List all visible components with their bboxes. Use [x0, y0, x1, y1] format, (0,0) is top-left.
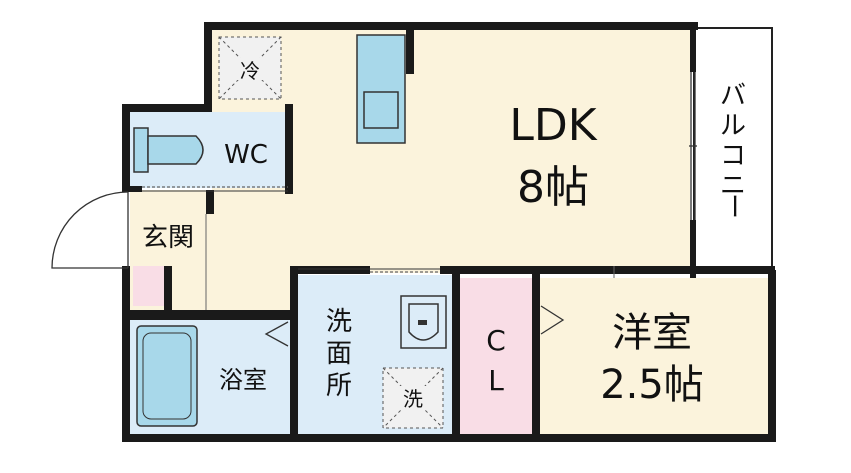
entry-door — [51, 191, 129, 269]
washer-label: 洗 — [403, 387, 423, 411]
bath-label: 浴室 — [219, 366, 267, 394]
balcony-label-4: ニ — [720, 171, 746, 201]
entrance-tile — [133, 266, 165, 306]
western-name: 洋室 — [612, 310, 692, 356]
washroom-label-1: 洗 — [326, 307, 352, 337]
washroom-label-2: 面 — [326, 339, 352, 369]
labels: LDK 8帖 WC 玄関 浴室 洗 面 所 C L 洋室 2.5帖 バ ル コ … — [142, 81, 748, 408]
fridge-label: 冷 — [240, 59, 260, 83]
toilet-bowl — [147, 135, 204, 165]
openings — [51, 72, 697, 347]
closet-label-1: C — [486, 324, 506, 357]
walls — [122, 22, 776, 442]
bathtub-inner — [142, 332, 192, 420]
ldk-size: 8帖 — [517, 162, 589, 213]
balcony-label-1: バ — [720, 81, 746, 111]
closet-label-2: L — [488, 364, 504, 397]
balcony-label-3: コ — [720, 141, 746, 171]
balcony — [693, 27, 773, 274]
hall-floor — [212, 190, 298, 310]
balcony-label-5: ー — [718, 193, 748, 219]
washroom-label-3: 所 — [326, 371, 352, 401]
toilet-tank — [133, 127, 149, 173]
bath-door-marker — [264, 321, 289, 347]
wc-label: WC — [224, 140, 268, 170]
western-size: 2.5帖 — [600, 362, 704, 408]
balcony-outline — [693, 27, 773, 274]
closet-floor — [460, 278, 534, 435]
balcony-label-2: ル — [720, 111, 746, 141]
kitchen-sink — [363, 91, 399, 129]
western-door-marker — [540, 305, 565, 335]
fixtures: 冷 洗 — [133, 34, 447, 429]
ldk-name: LDK — [509, 100, 597, 151]
western-room-floor — [540, 278, 773, 435]
entrance-label: 玄関 — [142, 223, 194, 253]
